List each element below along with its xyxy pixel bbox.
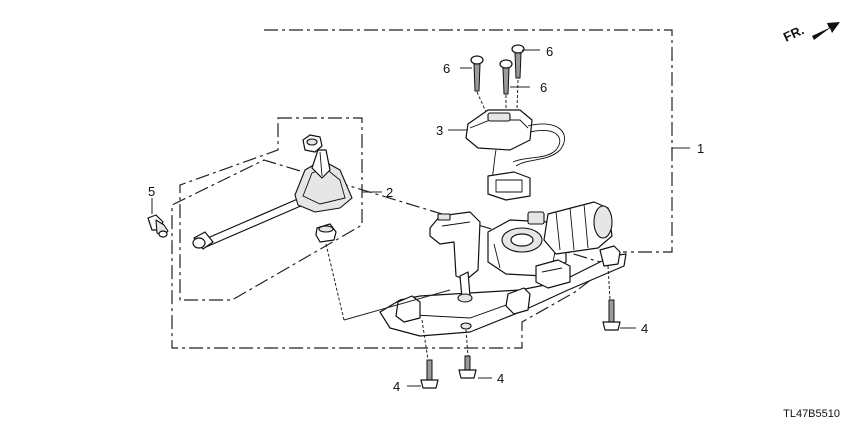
diagram-code: TL47B5510 — [783, 408, 840, 420]
callout-1: 1 — [697, 141, 704, 156]
callout-6-right: 6 — [540, 80, 547, 95]
screw-top-part — [511, 44, 525, 79]
callout-6-left: 6 — [443, 61, 450, 76]
motor-bracket-assembly — [379, 201, 627, 337]
cable-set-boundary — [179, 117, 363, 301]
callout-4-right: 4 — [641, 321, 648, 336]
callout-2: 2 — [386, 185, 393, 200]
callout-3: 3 — [436, 123, 443, 138]
leader-lines — [151, 49, 690, 387]
callout-6-top: 6 — [546, 44, 553, 59]
fr-label: FR. — [781, 22, 806, 44]
callout-4-left: 4 — [393, 379, 400, 394]
bolt-left-part — [420, 359, 439, 389]
callout-4-center: 4 — [497, 371, 504, 386]
front-direction-marker: FR. — [781, 22, 840, 45]
bolt-right-part — [602, 299, 621, 331]
screw-right-part — [499, 59, 513, 95]
callout-5: 5 — [148, 184, 155, 199]
assembly-boundary — [171, 29, 673, 349]
screw-left-part — [470, 55, 484, 92]
bolt-center-part — [458, 355, 477, 379]
pin-part — [147, 214, 169, 238]
sensor-part — [465, 109, 565, 201]
cable-part — [192, 134, 353, 250]
forward-arrow-icon — [812, 22, 840, 40]
